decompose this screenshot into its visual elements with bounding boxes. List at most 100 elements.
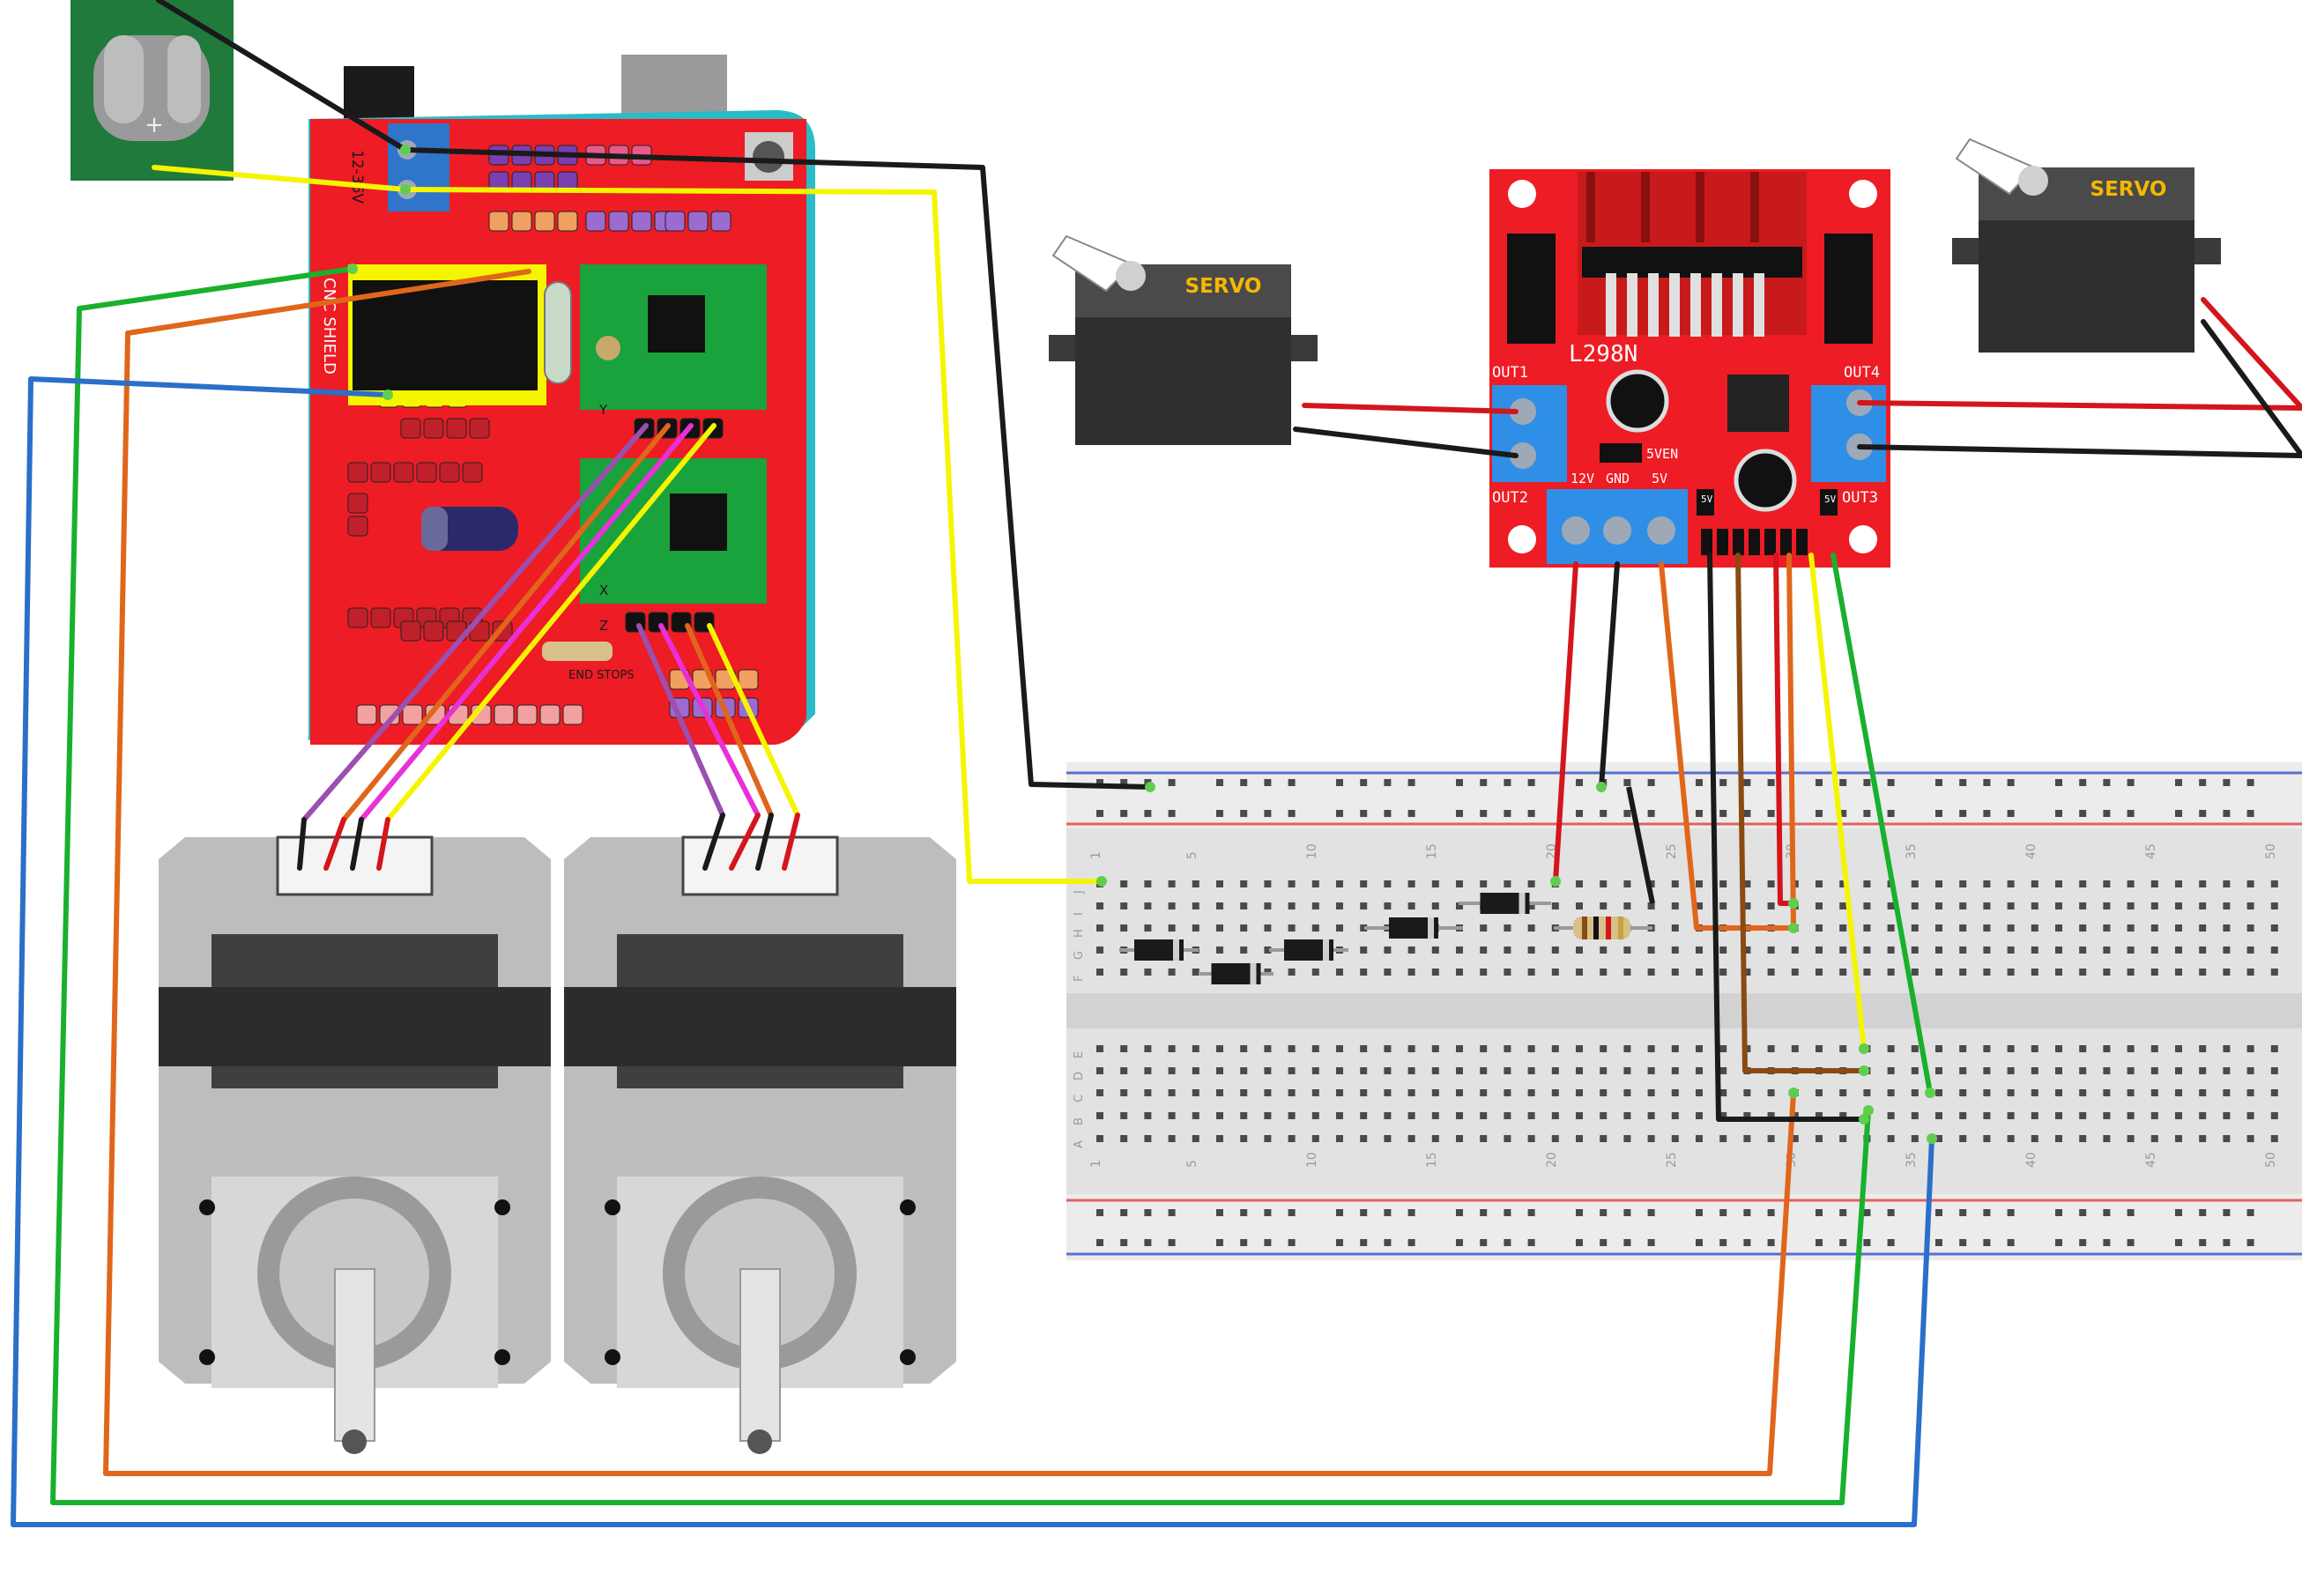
rail-hole <box>2223 1239 2231 1246</box>
terminal-hole <box>2199 1045 2207 1052</box>
terminal-hole <box>2007 902 2015 909</box>
rail-hole <box>2223 779 2231 786</box>
l298n-out3: OUT3 <box>1842 489 1878 507</box>
terminal-hole <box>1743 969 1751 976</box>
wire-blue-loop <box>11 376 1934 1527</box>
terminal-hole <box>1311 1045 1319 1052</box>
terminal-hole <box>1719 969 1727 976</box>
rail-hole <box>1935 810 1942 817</box>
terminal-hole <box>1911 1067 1919 1074</box>
terminal-hole <box>1336 924 1343 932</box>
terminal-hole <box>2223 880 2231 887</box>
rail-hole <box>1480 779 1488 786</box>
rail-hole <box>1407 1239 1415 1246</box>
header-pin <box>393 462 414 483</box>
shield-axis-x-label: X <box>599 583 608 598</box>
terminal-hole <box>1527 924 1535 932</box>
terminal-hole <box>2270 902 2278 909</box>
terminal-hole <box>2055 1112 2062 1119</box>
header-pin <box>511 211 532 232</box>
terminal-hole <box>1240 902 1248 909</box>
row-label: C <box>1073 1095 1086 1102</box>
terminal-hole <box>2199 1089 2207 1096</box>
terminal-hole <box>1600 880 1608 887</box>
terminal-hole <box>2079 969 2087 976</box>
rail-hole <box>2127 1239 2135 1246</box>
wire-servo-left-black <box>1293 427 1519 458</box>
terminal-hole <box>2031 1089 2038 1096</box>
terminal-hole <box>1959 1089 1967 1096</box>
l298n-control-pins <box>1701 529 1808 555</box>
rail-hole <box>1696 810 1703 817</box>
wire-endpoint <box>1927 1133 1937 1144</box>
terminal-hole <box>1767 1089 1775 1096</box>
terminal-hole <box>2246 946 2254 954</box>
terminal-hole <box>1216 1135 1223 1142</box>
terminal-hole <box>1311 1089 1319 1096</box>
l298n-out2: OUT2 <box>1492 489 1528 507</box>
terminal-hole <box>1144 1067 1152 1074</box>
terminal-hole <box>1696 969 1703 976</box>
terminal-hole <box>1600 1067 1608 1074</box>
terminal-hole <box>1192 924 1199 932</box>
terminal-hole <box>2103 1067 2111 1074</box>
header-pin <box>347 493 368 514</box>
column-number: 5 <box>1185 1160 1199 1168</box>
terminal-hole <box>2103 1135 2111 1142</box>
terminal-hole <box>2150 1067 2158 1074</box>
wire-endpoint <box>1788 1088 1799 1098</box>
terminal-hole <box>1527 1089 1535 1096</box>
rail-hole <box>1719 1209 1727 1216</box>
terminal-hole <box>1743 880 1751 887</box>
terminal-hole <box>1527 1067 1535 1074</box>
terminal-hole <box>1983 1067 1991 1074</box>
terminal-hole <box>2150 924 2158 932</box>
terminal-hole <box>2031 1067 2038 1074</box>
heatsink-fin <box>1754 273 1764 337</box>
rail-hole <box>2127 810 2135 817</box>
terminal-hole <box>1816 969 1823 976</box>
wire-endpoint <box>1788 898 1799 909</box>
l298n-5ven-jumper[interactable] <box>1600 443 1642 463</box>
terminal-hole <box>1959 969 1967 976</box>
header-pin <box>370 462 391 483</box>
terminal-hole <box>2270 946 2278 954</box>
wire-endpoint <box>400 184 411 195</box>
motor-shaft <box>334 1268 375 1442</box>
terminal-hole <box>1144 1135 1152 1142</box>
rail-hole <box>1743 1209 1751 1216</box>
rail-hole <box>1863 1239 1871 1246</box>
terminal-hole <box>1096 924 1103 932</box>
shield-power-terminal <box>388 123 449 212</box>
rail-hole <box>1816 779 1823 786</box>
rail-hole <box>1120 810 1128 817</box>
terminal-hole <box>1168 924 1176 932</box>
terminal-hole <box>1527 880 1535 887</box>
terminal-hole <box>2199 880 2207 887</box>
terminal-hole <box>1696 880 1703 887</box>
driver-socket-black <box>353 280 538 390</box>
terminal-hole <box>1431 1067 1439 1074</box>
rail-hole <box>1983 779 1991 786</box>
header-pin <box>608 211 629 232</box>
wire-battery-black <box>156 0 408 152</box>
terminal-hole <box>1407 902 1415 909</box>
breadboard-components <box>1119 786 1655 984</box>
rail-hole <box>2175 810 2182 817</box>
rail-hole <box>1288 779 1296 786</box>
terminal-hole <box>1551 902 1559 909</box>
rail-hole <box>1623 779 1631 786</box>
diode <box>1269 939 1348 961</box>
terminal-hole <box>1120 924 1128 932</box>
wire-endpoint <box>1788 923 1799 933</box>
l298n-cap-2 <box>1734 449 1797 512</box>
wire-gnd-black <box>1599 561 1620 790</box>
terminal-hole <box>2246 924 2254 932</box>
bottom-power-rail <box>1066 1194 2302 1260</box>
row-label: F <box>1073 976 1086 982</box>
terminal-hole <box>2007 1045 2015 1052</box>
terminal-hole <box>1887 1112 1895 1119</box>
terminal-hole <box>1983 1135 1991 1142</box>
terminal-hole <box>1264 946 1272 954</box>
terminal-hole <box>1863 880 1871 887</box>
